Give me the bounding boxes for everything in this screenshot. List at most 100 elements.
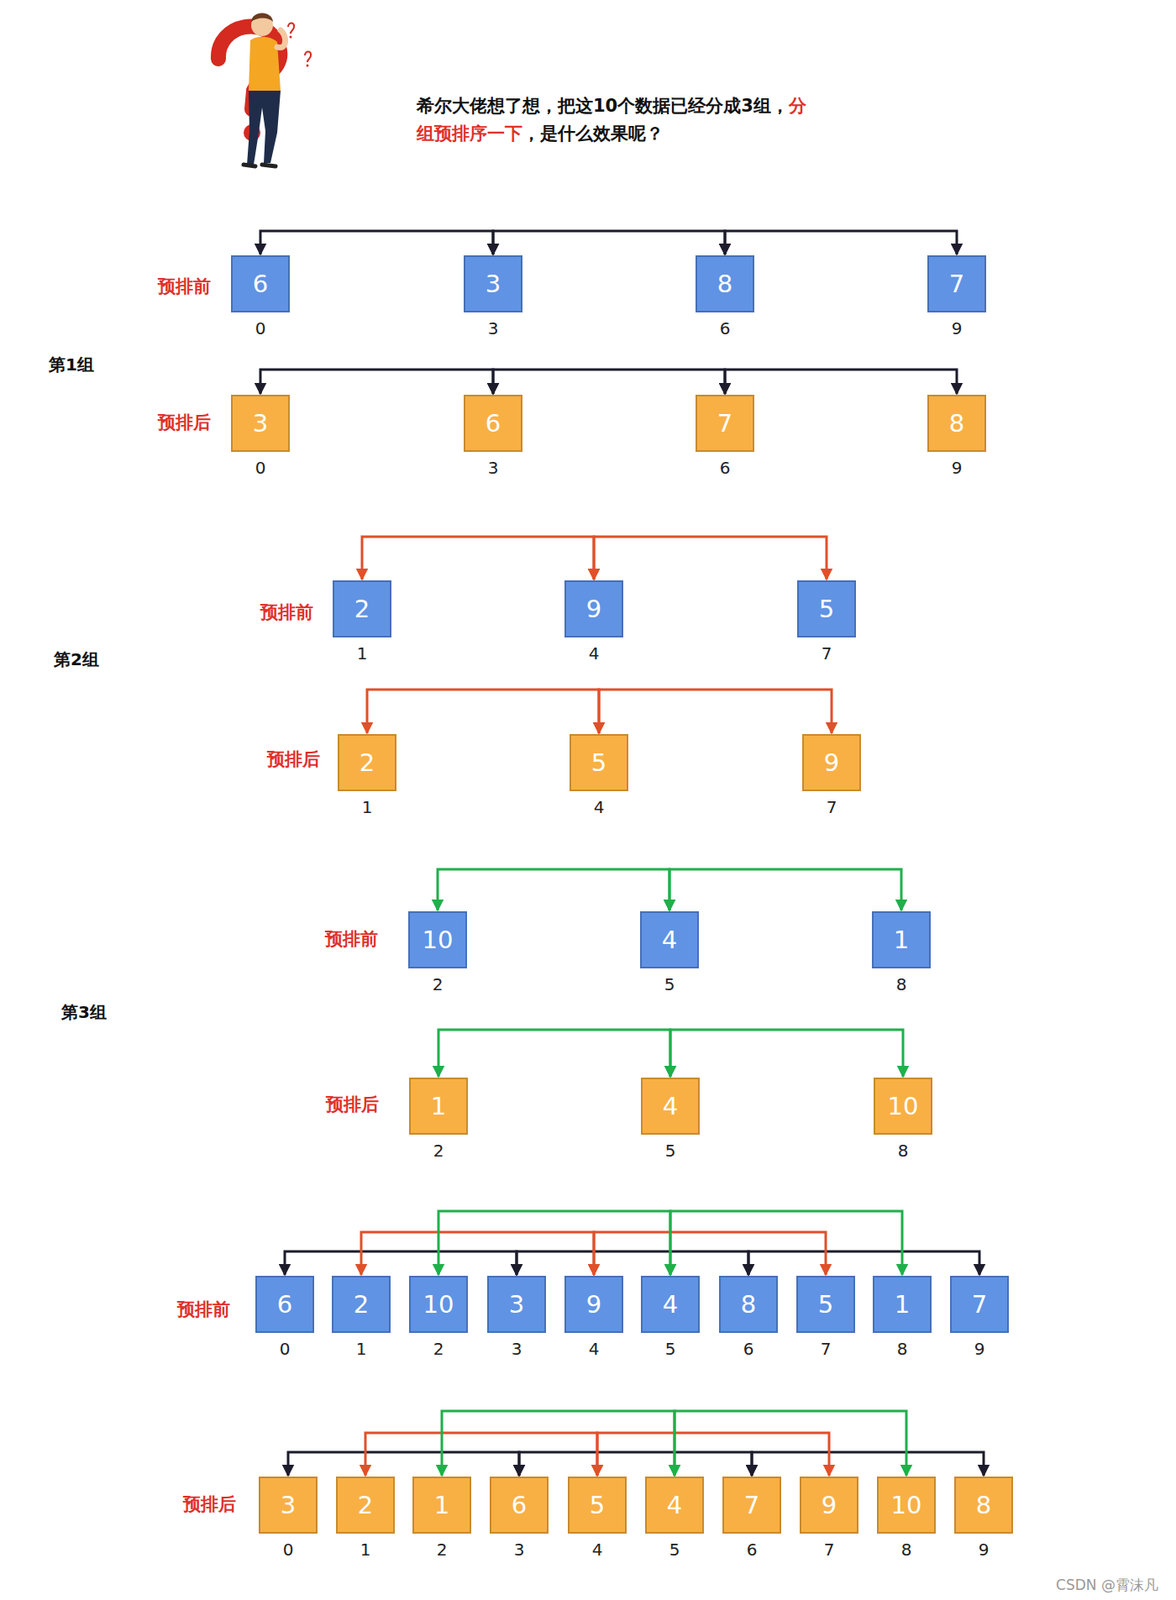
value-box: 10 [876, 1476, 936, 1534]
phase-label: 预排前 [325, 927, 378, 951]
value-text: 4 [662, 1092, 678, 1121]
value-text: 2 [357, 1491, 373, 1520]
index-number: 8 [897, 1338, 909, 1360]
value-text: 4 [666, 1491, 683, 1520]
group-connector [593, 1232, 826, 1276]
value-box: 1 [872, 1275, 932, 1334]
value-box: 5 [567, 1476, 627, 1534]
value-box: 3 [231, 394, 290, 452]
group-connector [260, 231, 494, 255]
index-number: 9 [974, 1338, 986, 1360]
group-label: 第3组 [61, 1001, 107, 1024]
group-connector [493, 369, 725, 394]
value-text: 6 [252, 269, 268, 299]
index-number: 2 [433, 1140, 445, 1161]
value-box: 3 [463, 255, 523, 313]
index-number: 4 [588, 643, 600, 664]
index-number: 1 [360, 1539, 372, 1560]
group-connector [724, 369, 957, 394]
index-number: 6 [746, 1539, 758, 1560]
value-box: 2 [337, 734, 397, 792]
phase-label: 预排前 [177, 1297, 231, 1322]
value-text: 9 [821, 1491, 837, 1520]
index-number: 4 [592, 1539, 604, 1560]
value-text: 1 [430, 1092, 447, 1121]
value-text: 1 [894, 1290, 910, 1319]
group-connector [670, 1029, 903, 1077]
phase-label: 预排后 [325, 1092, 379, 1117]
phase-label: 预排前 [157, 274, 211, 299]
group-label: 第2组 [53, 648, 100, 672]
index-number: 0 [283, 1539, 294, 1560]
group-connector [362, 536, 594, 580]
value-box: 9 [564, 1275, 624, 1334]
index-number: 2 [433, 1338, 445, 1360]
value-text: 3 [509, 1290, 525, 1319]
index-number: 8 [896, 974, 908, 995]
value-text: 10 [422, 925, 454, 955]
index-number: 6 [719, 457, 731, 478]
value-text: 2 [354, 594, 370, 624]
index-number: 1 [356, 1338, 368, 1360]
value-box: 7 [950, 1275, 1009, 1334]
watermark: CSDN @霄沫凡 [1055, 1575, 1159, 1596]
value-text: 10 [891, 1491, 923, 1520]
phase-label: 预排后 [157, 410, 211, 435]
group-connector [670, 1211, 903, 1276]
index-number: 4 [588, 1338, 600, 1360]
value-box: 10 [408, 911, 468, 969]
group-connector [284, 1251, 517, 1276]
value-text: 9 [586, 1290, 602, 1319]
value-text: 8 [740, 1290, 756, 1319]
value-box: 4 [640, 1275, 700, 1334]
index-number: 8 [901, 1539, 913, 1560]
value-text: 3 [252, 409, 268, 438]
group-connector [260, 369, 494, 394]
value-text: 3 [485, 269, 501, 299]
group-connector [593, 536, 827, 580]
value-text: 8 [976, 1491, 992, 1520]
index-number: 6 [743, 1338, 755, 1360]
index-number: 3 [511, 1338, 523, 1360]
value-text: 4 [662, 1290, 678, 1319]
index-number: 2 [432, 974, 444, 995]
value-box: 5 [796, 1275, 856, 1334]
intro-text-part: 希尔大佬想了想，把这10个数据已经分成3组， [416, 95, 789, 116]
index-number: 7 [826, 797, 838, 818]
index-number: 3 [488, 318, 499, 339]
index-number: 5 [664, 974, 676, 995]
group-connector [669, 869, 902, 911]
group-connector [438, 1211, 671, 1276]
value-box: 4 [640, 911, 699, 969]
value-text: 10 [887, 1092, 919, 1121]
value-box: 6 [231, 255, 290, 313]
index-number: 4 [593, 797, 605, 818]
group-connector [751, 1452, 984, 1476]
intro-text-part: ，是什么效果呢？ [522, 123, 664, 144]
group-label: 第1组 [48, 353, 95, 377]
phase-label: 预排后 [183, 1492, 237, 1517]
value-box: 8 [954, 1476, 1014, 1534]
index-number: 5 [669, 1539, 681, 1560]
group-connector [598, 689, 832, 734]
value-text: 4 [661, 925, 678, 955]
group-connector [519, 1452, 752, 1476]
value-text: 1 [434, 1491, 450, 1520]
index-number: 1 [357, 643, 368, 664]
value-text: 1 [893, 925, 909, 955]
value-box: 5 [797, 580, 856, 638]
index-number: 8 [897, 1140, 909, 1161]
value-text: 5 [819, 594, 835, 624]
value-box: 7 [722, 1476, 782, 1534]
value-box: 9 [802, 734, 861, 792]
value-box: 5 [569, 734, 629, 792]
group-connector [438, 1029, 671, 1077]
index-number: 5 [665, 1338, 677, 1360]
value-box: 6 [463, 394, 523, 452]
value-text: 7 [949, 269, 965, 299]
value-box: 10 [409, 1275, 468, 1334]
value-text: 2 [359, 748, 375, 777]
value-text: 6 [485, 409, 501, 438]
value-text: 7 [744, 1491, 760, 1520]
